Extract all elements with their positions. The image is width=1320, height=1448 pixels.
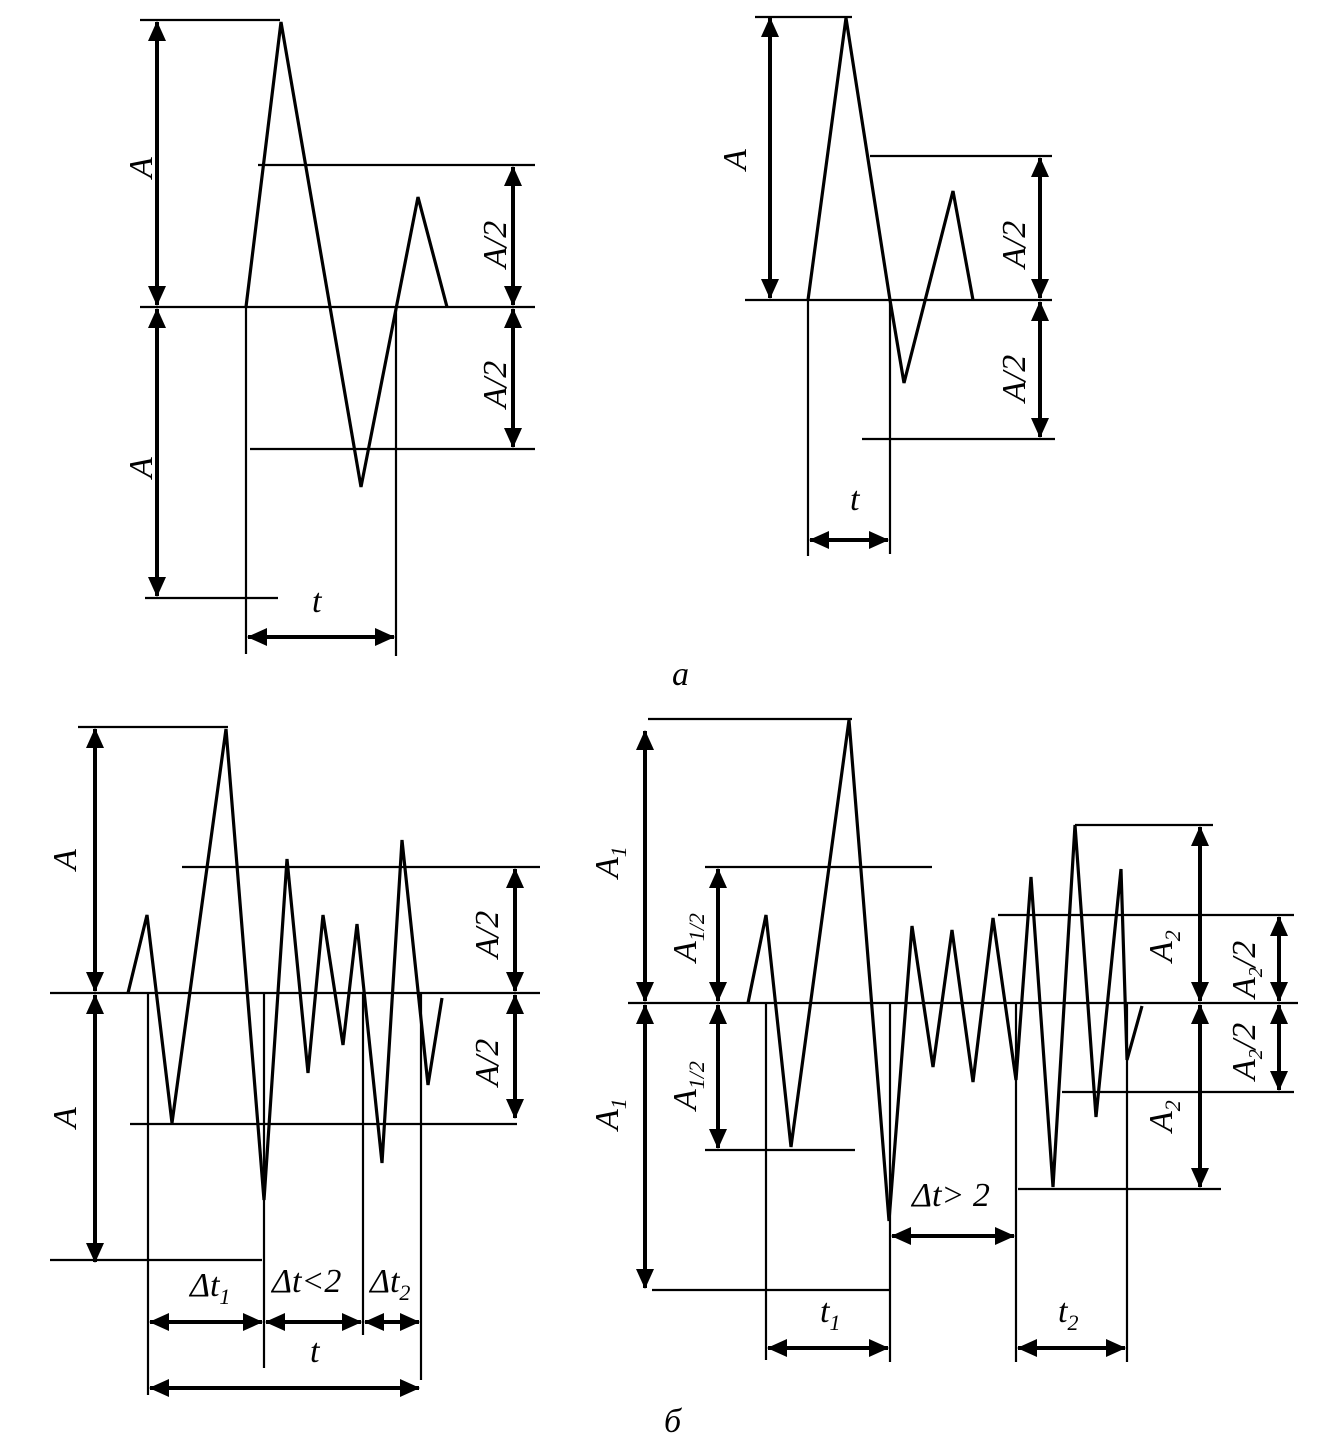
caption-b: б — [664, 1403, 683, 1440]
waveform — [244, 21, 449, 488]
labels: A A A/2 A/2 t — [123, 157, 514, 620]
a2-label-top: A2 — [1143, 930, 1185, 964]
reference-lines — [50, 725, 540, 1395]
reference-lines — [745, 15, 1055, 556]
labels: A A/2 A/2 t — [717, 149, 1033, 518]
dt-gap-label: Δt<2 — [270, 1263, 341, 1300]
dimension-arrows — [148, 20, 522, 646]
amp-label: A — [717, 149, 754, 172]
waveform — [746, 719, 1144, 1222]
a1-label-top: A1 — [589, 846, 631, 880]
amp-label-top: A — [47, 849, 84, 872]
amp-label-top: A — [123, 157, 160, 180]
waveform — [126, 728, 444, 1201]
half-amp-label-top: A/2 — [996, 221, 1033, 270]
a2-half-label-top: A2/2 — [1226, 941, 1267, 1000]
duration-label: t — [310, 1333, 321, 1370]
amp-label-bottom: A — [47, 1107, 84, 1130]
waveform — [806, 17, 975, 384]
a1-label-bottom: A1 — [589, 1098, 631, 1132]
panel-b-right: A1 A1 A1/2 A1/2 A2 A2 A2/2 A2/2 Δt> 2 t1… — [589, 717, 1298, 1362]
t1-label: t1 — [820, 1293, 840, 1335]
dt1-label: Δt1 — [188, 1267, 230, 1309]
reference-lines — [628, 717, 1298, 1362]
a1-half-label-top: A1/2 — [667, 913, 709, 964]
a2-label-bottom: A2 — [1143, 1100, 1185, 1134]
amp-label-bottom: A — [123, 457, 160, 480]
labels: A1 A1 A1/2 A1/2 A2 A2 A2/2 A2/2 Δt> 2 t1… — [589, 846, 1267, 1335]
a2-half-label-bottom: A2/2 — [1226, 1023, 1267, 1082]
panel-b-left: A A A/2 A/2 Δt1 Δt<2 Δt2 t — [47, 725, 540, 1397]
dt2-label: Δt2 — [368, 1263, 410, 1305]
half-amp-label-top: A/2 — [469, 911, 506, 960]
a1-half-label-bottom: A1/2 — [667, 1061, 709, 1112]
duration-label: t — [312, 583, 323, 620]
caption-a: а — [672, 656, 689, 693]
t2-label: t2 — [1058, 1293, 1078, 1335]
duration-label: t — [850, 481, 861, 518]
half-amp-label-top: A/2 — [477, 221, 514, 270]
dimension-arrows — [761, 16, 1049, 549]
reference-lines — [140, 18, 535, 656]
half-amp-label-bottom: A/2 — [996, 355, 1033, 404]
panel-a-left: A A A/2 A/2 t — [123, 18, 535, 656]
gap-label: Δt> 2 — [910, 1177, 990, 1214]
dimension-arrows — [636, 730, 1288, 1357]
half-amp-label-bottom: A/2 — [469, 1039, 506, 1088]
labels: A A A/2 A/2 Δt1 Δt<2 Δt2 t — [47, 849, 506, 1370]
half-amp-label-bottom: A/2 — [477, 361, 514, 410]
panel-a-right: A A/2 A/2 t — [717, 15, 1055, 556]
dimension-arrows — [86, 728, 524, 1397]
